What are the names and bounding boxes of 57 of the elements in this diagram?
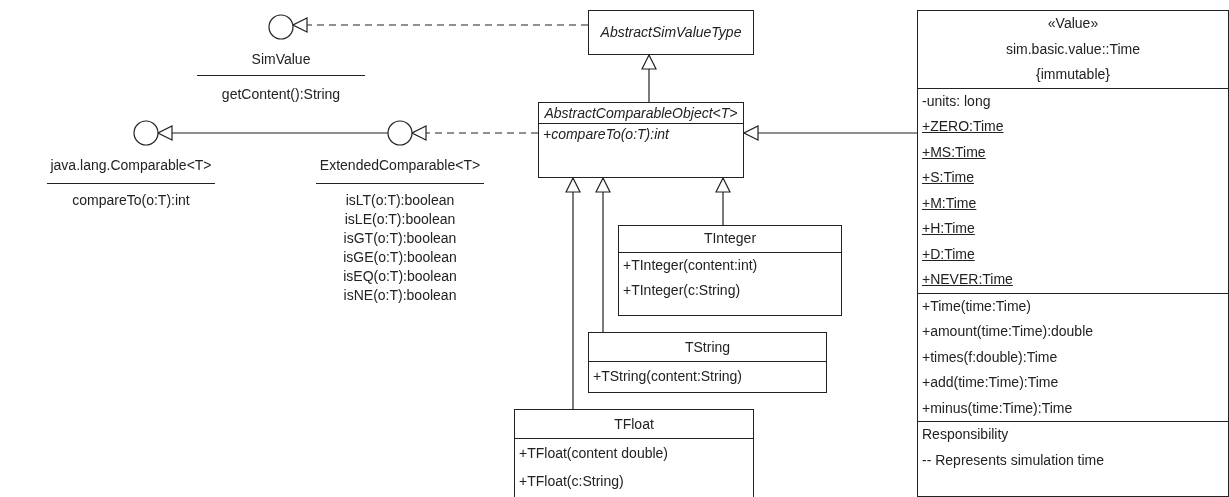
generalization-arrow — [595, 177, 611, 333]
class-name: AbstractSimValueType — [599, 23, 743, 42]
class-name: TString — [683, 338, 732, 357]
dashed-realization-arrow — [292, 17, 589, 33]
operation-text: isLT(o:T):boolean — [345, 191, 455, 210]
operation-text: isGT(o:T):boolean — [343, 229, 457, 248]
class-name: TInteger — [702, 229, 758, 248]
interface-name: ExtendedComparable<T> — [319, 156, 481, 175]
member-text: +ZERO:Time — [922, 117, 1005, 136]
operation-text: compareTo(o:T):int — [72, 191, 190, 210]
class-box — [588, 10, 754, 55]
member-text: +D:Time — [922, 244, 976, 264]
interface-circle — [268, 14, 294, 40]
class-name: TFloat — [613, 415, 655, 434]
member-text: +TInteger(content:int) — [623, 255, 759, 275]
member-text: +TInteger(c:String) — [623, 281, 742, 300]
class-box — [917, 10, 1229, 497]
member-text: +minus(time:Time):Time — [922, 398, 1074, 418]
operation-text: isNE(o:T):boolean — [343, 286, 457, 305]
generalization-arrow — [565, 177, 581, 410]
member-text: +compareTo(o:T):int — [543, 125, 671, 144]
member-text: +TFloat(content double) — [519, 444, 670, 463]
member-text: +Time(time:Time) — [922, 296, 1033, 316]
interface-circle — [387, 120, 413, 146]
interface-name: SimValue — [251, 50, 311, 69]
generalization-arrow — [641, 54, 657, 103]
class-box — [514, 409, 754, 497]
member-text: +H:Time — [922, 219, 976, 238]
operation-text: isGE(o:T):boolean — [343, 248, 457, 267]
class-box — [618, 225, 842, 316]
member-text: +MS:Time — [922, 142, 987, 162]
dashed-realization-arrow — [411, 125, 539, 141]
member-text: +add(time:Time):Time — [922, 373, 1060, 392]
interface-circle — [133, 120, 159, 146]
member-text: +times(f:double):Time — [922, 347, 1059, 367]
class-name: sim.basic.value::Time — [1004, 39, 1142, 59]
generalization-arrow — [157, 125, 389, 141]
member-text: +NEVER:Time — [922, 270, 1014, 289]
class-name: {immutable} — [1035, 65, 1111, 84]
member-text: +M:Time — [922, 193, 978, 213]
member-text: +TString(content:String) — [593, 367, 743, 386]
class-name: AbstractComparableObject<T> — [543, 104, 739, 123]
operation-text: getContent():String — [221, 85, 341, 104]
member-text: +TFloat(c:String) — [519, 472, 625, 491]
member-text: -- Represents simulation time — [922, 450, 1106, 470]
operation-text: isEQ(o:T):boolean — [343, 267, 457, 286]
class-name: «Value» — [1046, 14, 1100, 33]
member-text: Responsibility — [922, 425, 1010, 444]
class-box — [588, 332, 827, 393]
interface-name: java.lang.Comparable<T> — [50, 156, 212, 175]
class-box — [538, 102, 744, 178]
member-text: +amount(time:Time):double — [922, 322, 1095, 341]
member-text: -units: long — [922, 91, 992, 111]
member-text: +S:Time — [922, 168, 975, 187]
generalization-arrow — [743, 125, 918, 141]
operation-text: isLE(o:T):boolean — [344, 210, 456, 229]
generalization-arrow — [715, 177, 731, 226]
